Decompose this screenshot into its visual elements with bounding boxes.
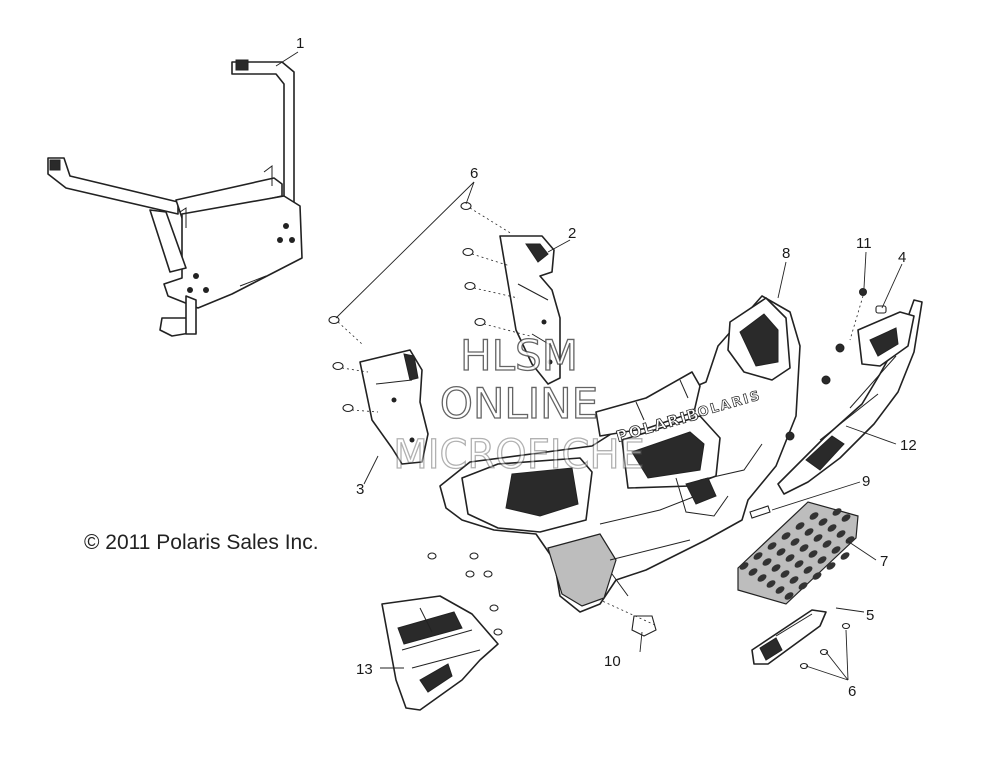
part-13-left-side-panel [381,595,499,711]
callout-6-upper: 6 [470,165,478,182]
callout-9: 9 [862,473,870,490]
callout-6-lower: 6 [848,683,856,700]
grille-hole [798,582,808,590]
grille-hole [827,524,837,532]
grille-hole [841,514,851,522]
watermark: HLSM ONLINE MICROFICHE [393,330,646,478]
grille-hole [757,574,767,582]
grille-hole [771,564,781,572]
grille-hole [818,518,828,526]
callout-2: 2 [568,225,576,242]
callout-10: 10 [604,653,621,670]
grille-hole [795,522,805,530]
callout-4: 4 [898,249,906,266]
callout-7: 7 [880,553,888,570]
grille-hole [781,532,791,540]
grille-hole [766,580,776,588]
grille-hole [753,552,763,560]
part-7-grille [737,501,859,605]
grille-hole [803,566,813,574]
grille-hole [780,570,790,578]
grille-hole [767,542,777,550]
grille-hole [813,534,823,542]
grille-hole [739,562,749,570]
grille-hole [762,558,772,566]
part-3-left-inner-panel [359,349,429,465]
part-2-right-inner-panel [499,235,561,385]
part-8-front-fascia: POLARIS POLARIS [439,295,801,613]
grille-hole [789,576,799,584]
copyright-notice: © 2011 Polaris Sales Inc. [84,531,319,554]
grille-hole [845,536,855,544]
grille-hole [790,538,800,546]
leader-lines [275,51,903,681]
assembly-lines [337,207,864,626]
callout-5: 5 [866,607,874,624]
grille-hole [809,512,819,520]
grille-hole [794,560,804,568]
watermark-line-1: HLSM [460,331,578,380]
grille-hole [832,508,842,516]
grille-hole [784,592,794,600]
callout-labels: 1 2 3 4 5 6 6 7 8 9 10 11 12 13 [296,35,917,700]
grille-hole [808,550,818,558]
callout-12: 12 [900,437,917,454]
grille-hole [822,540,832,548]
fasteners [328,201,887,670]
watermark-line-3: MICROFICHE [393,432,645,478]
callout-3: 3 [356,481,364,498]
grille-hole [836,530,846,538]
grille-hole [812,572,822,580]
grille-hole [776,548,786,556]
grille-hole [826,562,836,570]
grille-hole [840,552,850,560]
grille-hole [748,568,758,576]
grille-hole [785,554,795,562]
grille-hole [831,546,841,554]
part-5-lower-bracket [751,609,827,665]
callout-11: 11 [856,235,872,252]
callout-1: 1 [296,35,304,52]
grille-hole [799,544,809,552]
part-1-brush-guard [47,59,303,337]
grille-hole [817,556,827,564]
callout-13: 13 [356,661,373,678]
part-12-right-side-panel [777,299,923,495]
watermark-line-2: ONLINE [440,379,598,428]
callout-8: 8 [782,245,790,262]
grille-hole [775,586,785,594]
grille-hole [804,528,814,536]
